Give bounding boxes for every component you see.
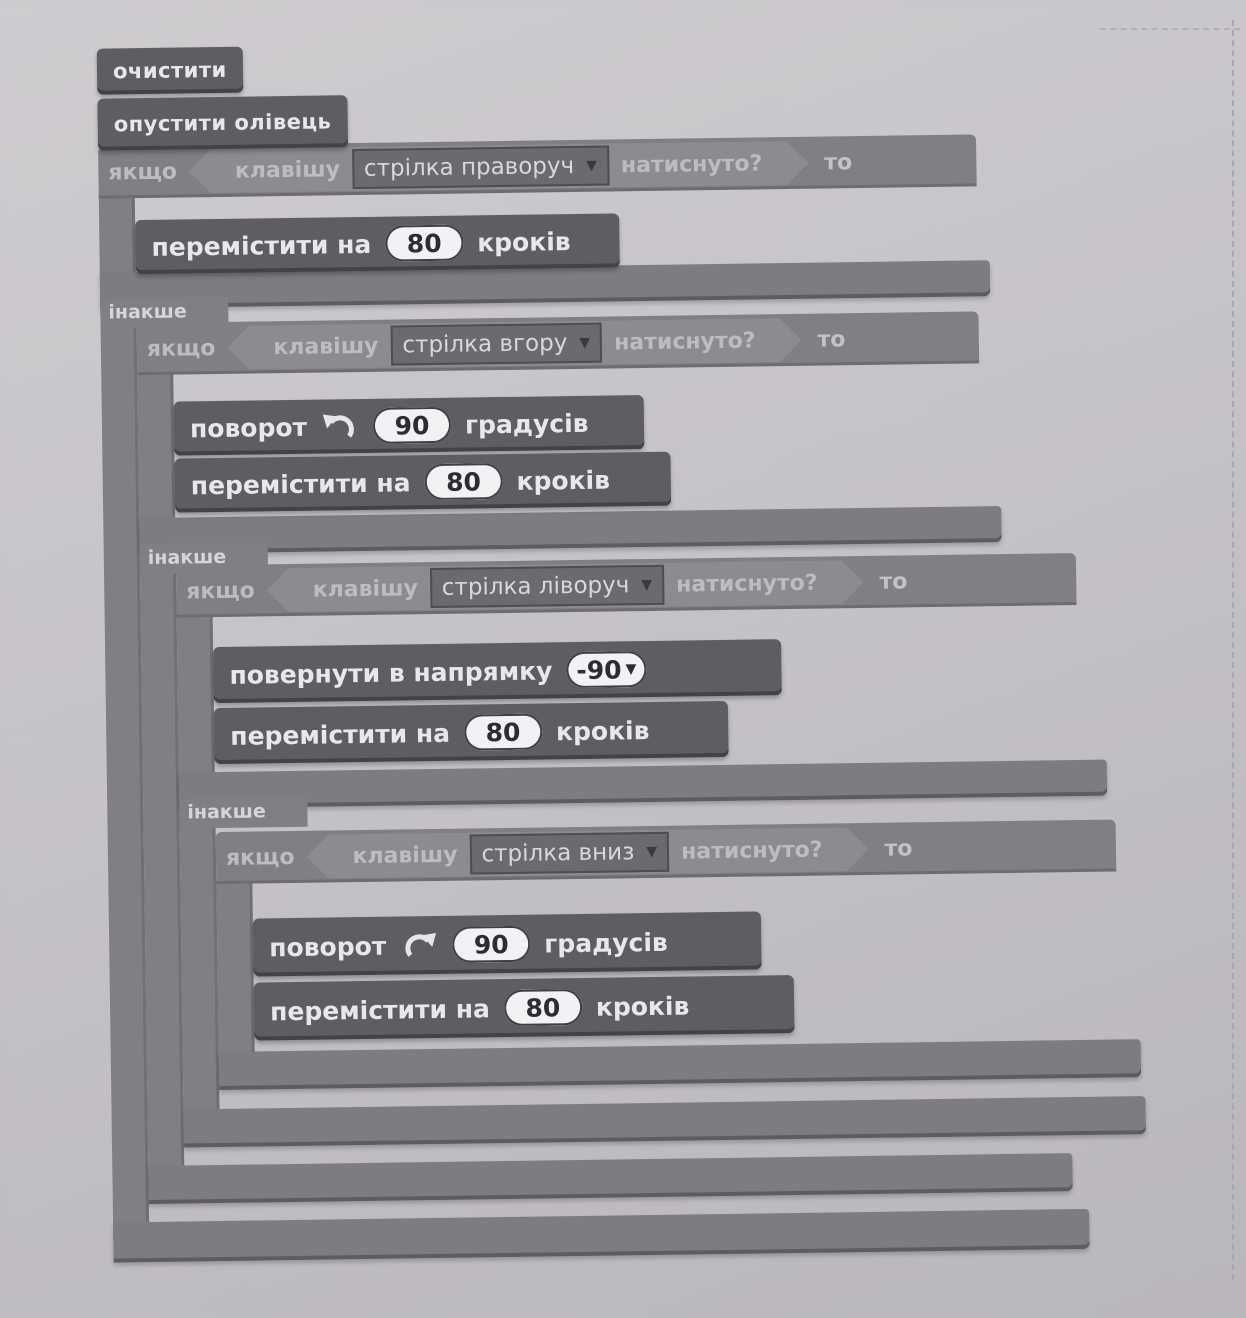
then-keyword: то — [817, 326, 846, 353]
pressed-keyword: натиснуто? — [613, 327, 756, 355]
else-bar — [139, 506, 1002, 555]
key-dropdown[interactable]: стрілка вгору ▼ — [390, 323, 602, 366]
pressed-keyword: натиснуто? — [620, 150, 763, 178]
point-direction-block[interactable]: повернути в напрямку -90 ▼ — [213, 639, 782, 704]
else-bar — [178, 759, 1108, 809]
then-keyword: то — [879, 568, 908, 595]
if-keyword: якщо — [146, 335, 216, 362]
move-steps-block[interactable]: перемістити на 80 кроків — [213, 700, 729, 765]
triangle-down-icon: ▼ — [625, 661, 637, 678]
clear-block[interactable]: очистити — [96, 46, 244, 95]
pen-down-block[interactable]: опустити олівець — [97, 95, 348, 151]
key-dropdown[interactable]: стрілка вниз ▼ — [469, 832, 669, 875]
triangle-down-icon: ▼ — [579, 334, 591, 351]
move-label: перемістити на — [151, 229, 372, 262]
if-else-bottom-bar — [113, 1208, 1090, 1263]
steps-input[interactable]: 80 — [503, 988, 583, 1027]
if-else-bottom-bar — [148, 1153, 1073, 1205]
if-arm — [216, 876, 256, 1078]
turn-left-block[interactable]: поворот 90 градусів — [173, 395, 645, 456]
steps-label: кроків — [595, 990, 690, 1022]
paper-dashed-line — [1100, 28, 1240, 30]
degrees-label: градусів — [464, 408, 589, 440]
key-pressed-condition[interactable]: клавішу стрілка праворуч ▼ натиснуто? — [189, 141, 809, 194]
key-keyword: клавішу — [352, 842, 458, 869]
pen-down-label: опустити олівець — [113, 109, 332, 137]
move-label: перемістити на — [269, 993, 491, 1026]
point-direction-label: повернути в напрямку — [229, 655, 553, 690]
key-dropdown[interactable]: стрілка праворуч ▼ — [352, 146, 610, 190]
move-steps-block[interactable]: перемістити на 80 кроків — [135, 213, 620, 275]
steps-input[interactable]: 80 — [463, 713, 543, 751]
triangle-down-icon: ▼ — [646, 843, 658, 861]
key-pressed-condition[interactable]: клавішу стрілка ліворуч ▼ натиснуто? — [266, 560, 863, 612]
key-pressed-condition[interactable]: клавішу стрілка вгору ▼ натиснуто? — [227, 318, 802, 370]
turn-label: поворот — [269, 931, 387, 962]
pressed-keyword: натиснуто? — [680, 837, 823, 865]
move-label: перемістити на — [230, 718, 451, 751]
key-value: стрілка вгору — [402, 330, 568, 359]
key-value: стрілка вниз — [481, 839, 635, 868]
direction-value: -90 — [576, 654, 622, 685]
key-dropdown[interactable]: стрілка ліворуч ▼ — [430, 565, 665, 608]
if-keyword: якщо — [108, 159, 178, 186]
turn-right-block[interactable]: поворот 90 градусів — [252, 911, 762, 977]
if-else-bottom-bar — [183, 1096, 1146, 1148]
if-else-block[interactable]: якщо клавішу стрілка ліворуч ▼ натиснуто… — [175, 553, 1077, 618]
steps-input[interactable]: 80 — [384, 224, 464, 262]
paper-dashed-line — [1232, 20, 1234, 1280]
move-steps-block[interactable]: перемістити на 80 кроків — [253, 975, 795, 1041]
triangle-down-icon: ▼ — [586, 157, 598, 174]
key-pressed-condition[interactable]: клавішу стрілка вниз ▼ натиснуто? — [306, 827, 869, 879]
else-label: інакше — [179, 796, 308, 829]
then-keyword: то — [824, 149, 853, 176]
triangle-down-icon: ▼ — [641, 576, 653, 594]
degrees-input[interactable]: 90 — [372, 406, 452, 444]
pressed-keyword: натиснуто? — [675, 570, 818, 598]
key-keyword: клавішу — [234, 156, 341, 184]
if-bottom-bar — [218, 1039, 1142, 1091]
move-label: перемістити на — [190, 467, 411, 500]
direction-input[interactable]: -90 ▼ — [566, 651, 647, 689]
if-keyword: якщо — [225, 844, 295, 871]
if-block[interactable]: якщо клавішу стрілка вниз ▼ натиснуто? т… — [215, 819, 1117, 885]
key-keyword: клавішу — [312, 575, 418, 603]
key-value: стрілка праворуч — [363, 153, 575, 182]
if-keyword: якщо — [186, 578, 255, 604]
turn-label: поворот — [189, 412, 308, 443]
degrees-label: градусів — [544, 927, 668, 958]
rotate-counterclockwise-icon — [321, 410, 359, 443]
steps-input[interactable]: 80 — [424, 463, 503, 501]
key-keyword: клавішу — [273, 333, 379, 360]
clear-label: очистити — [112, 57, 227, 84]
steps-label: кроків — [516, 465, 611, 496]
move-steps-block[interactable]: перемістити на 80 кроків — [174, 451, 672, 513]
steps-label: кроків — [476, 226, 571, 257]
then-keyword: то — [884, 835, 913, 862]
key-value: стрілка ліворуч — [441, 572, 630, 601]
if-else-block[interactable]: якщо клавішу стрілка вгору ▼ натиснуто? … — [136, 311, 980, 376]
degrees-input[interactable]: 90 — [451, 925, 531, 963]
rotate-clockwise-icon — [400, 929, 438, 962]
steps-label: кроків — [555, 715, 650, 746]
